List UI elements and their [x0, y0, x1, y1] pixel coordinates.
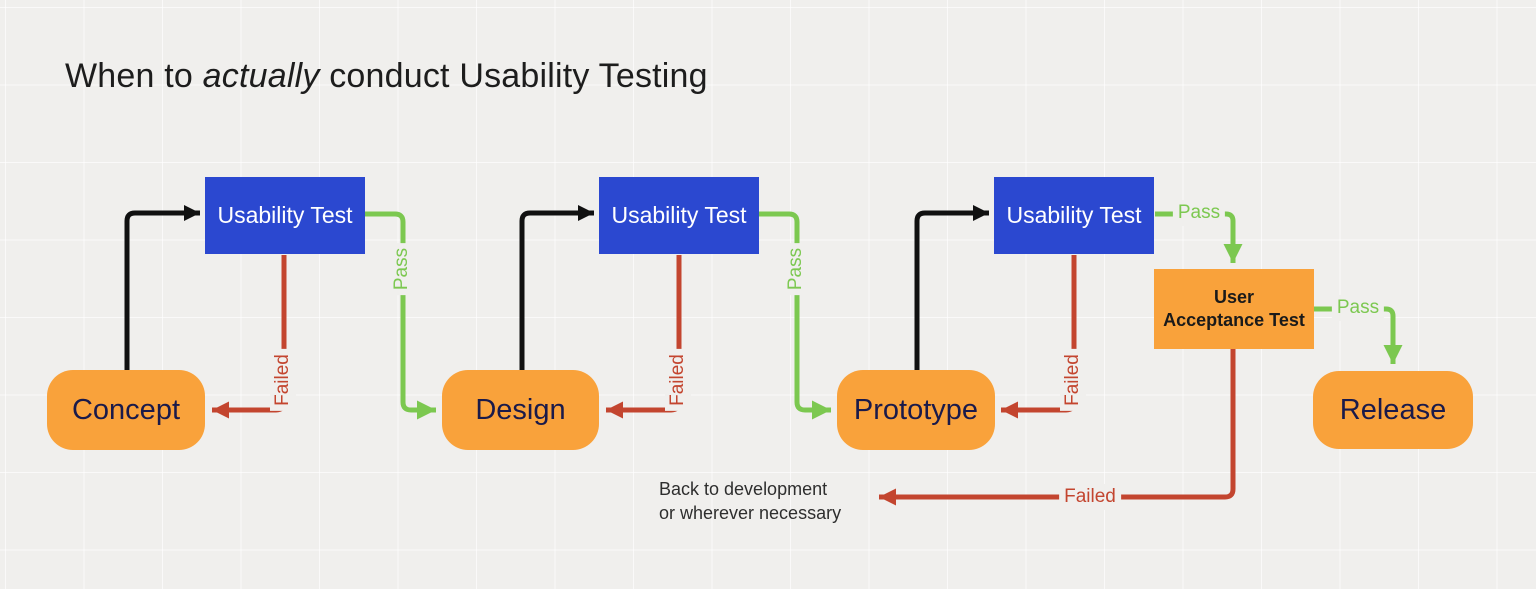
edge-label-pass-4: Pass	[1331, 295, 1385, 321]
uat-label-line2: Acceptance Test	[1163, 310, 1305, 330]
edge-test1-pass-to-design	[365, 211, 436, 420]
node-usability-test-3-label: Usability Test	[1006, 202, 1142, 228]
edge-label-failed-3: Failed	[1060, 349, 1086, 411]
node-design-label: Design	[475, 393, 566, 426]
node-usability-test-1-label: Usability Test	[217, 202, 353, 228]
node-usability-test-3[interactable]: Usability Test	[994, 177, 1154, 254]
edge-label-pass-2: Pass	[783, 242, 809, 296]
node-usability-test-2[interactable]: Usability Test	[599, 177, 759, 254]
back-to-development-note: Back to development or wherever necessar…	[659, 477, 841, 526]
edge-uat-failed-to-development	[879, 349, 1236, 506]
node-release[interactable]: Release	[1313, 371, 1473, 449]
note-line1: Back to development	[659, 479, 828, 499]
edge-label-pass-3: Pass	[1172, 200, 1226, 226]
edge-test2-pass-to-prototype	[759, 211, 831, 420]
node-usability-test-1[interactable]: Usability Test	[205, 177, 365, 254]
edge-test3-pass-to-uat	[1155, 211, 1243, 263]
edge-concept-to-test1	[124, 204, 200, 370]
edge-label-failed-4: Failed	[1059, 484, 1121, 510]
edge-uat-pass-to-release	[1314, 306, 1403, 364]
node-concept[interactable]: Concept	[47, 370, 205, 450]
node-design[interactable]: Design	[442, 370, 599, 450]
edge-design-to-test2	[519, 204, 594, 370]
edge-label-failed-2: Failed	[665, 349, 691, 411]
node-release-label: Release	[1339, 393, 1447, 426]
node-concept-label: Concept	[71, 393, 180, 426]
node-usability-test-2-label: Usability Test	[611, 202, 747, 228]
edge-label-pass-1: Pass	[389, 242, 415, 296]
uat-label-line1: User	[1213, 286, 1254, 307]
edge-label-failed-1: Failed	[270, 349, 296, 411]
title-part2: conduct Usability Testing	[319, 57, 708, 95]
edge-prototype-to-test3	[914, 204, 989, 370]
node-prototype-label: Prototype	[853, 393, 979, 426]
diagram-title: When to actually conduct Usability Testi…	[65, 57, 708, 96]
note-line2: or wherever necessary	[659, 503, 842, 524]
title-italic-word: actually	[202, 57, 320, 95]
title-part1: When to	[65, 57, 203, 95]
node-prototype[interactable]: Prototype	[837, 370, 995, 450]
